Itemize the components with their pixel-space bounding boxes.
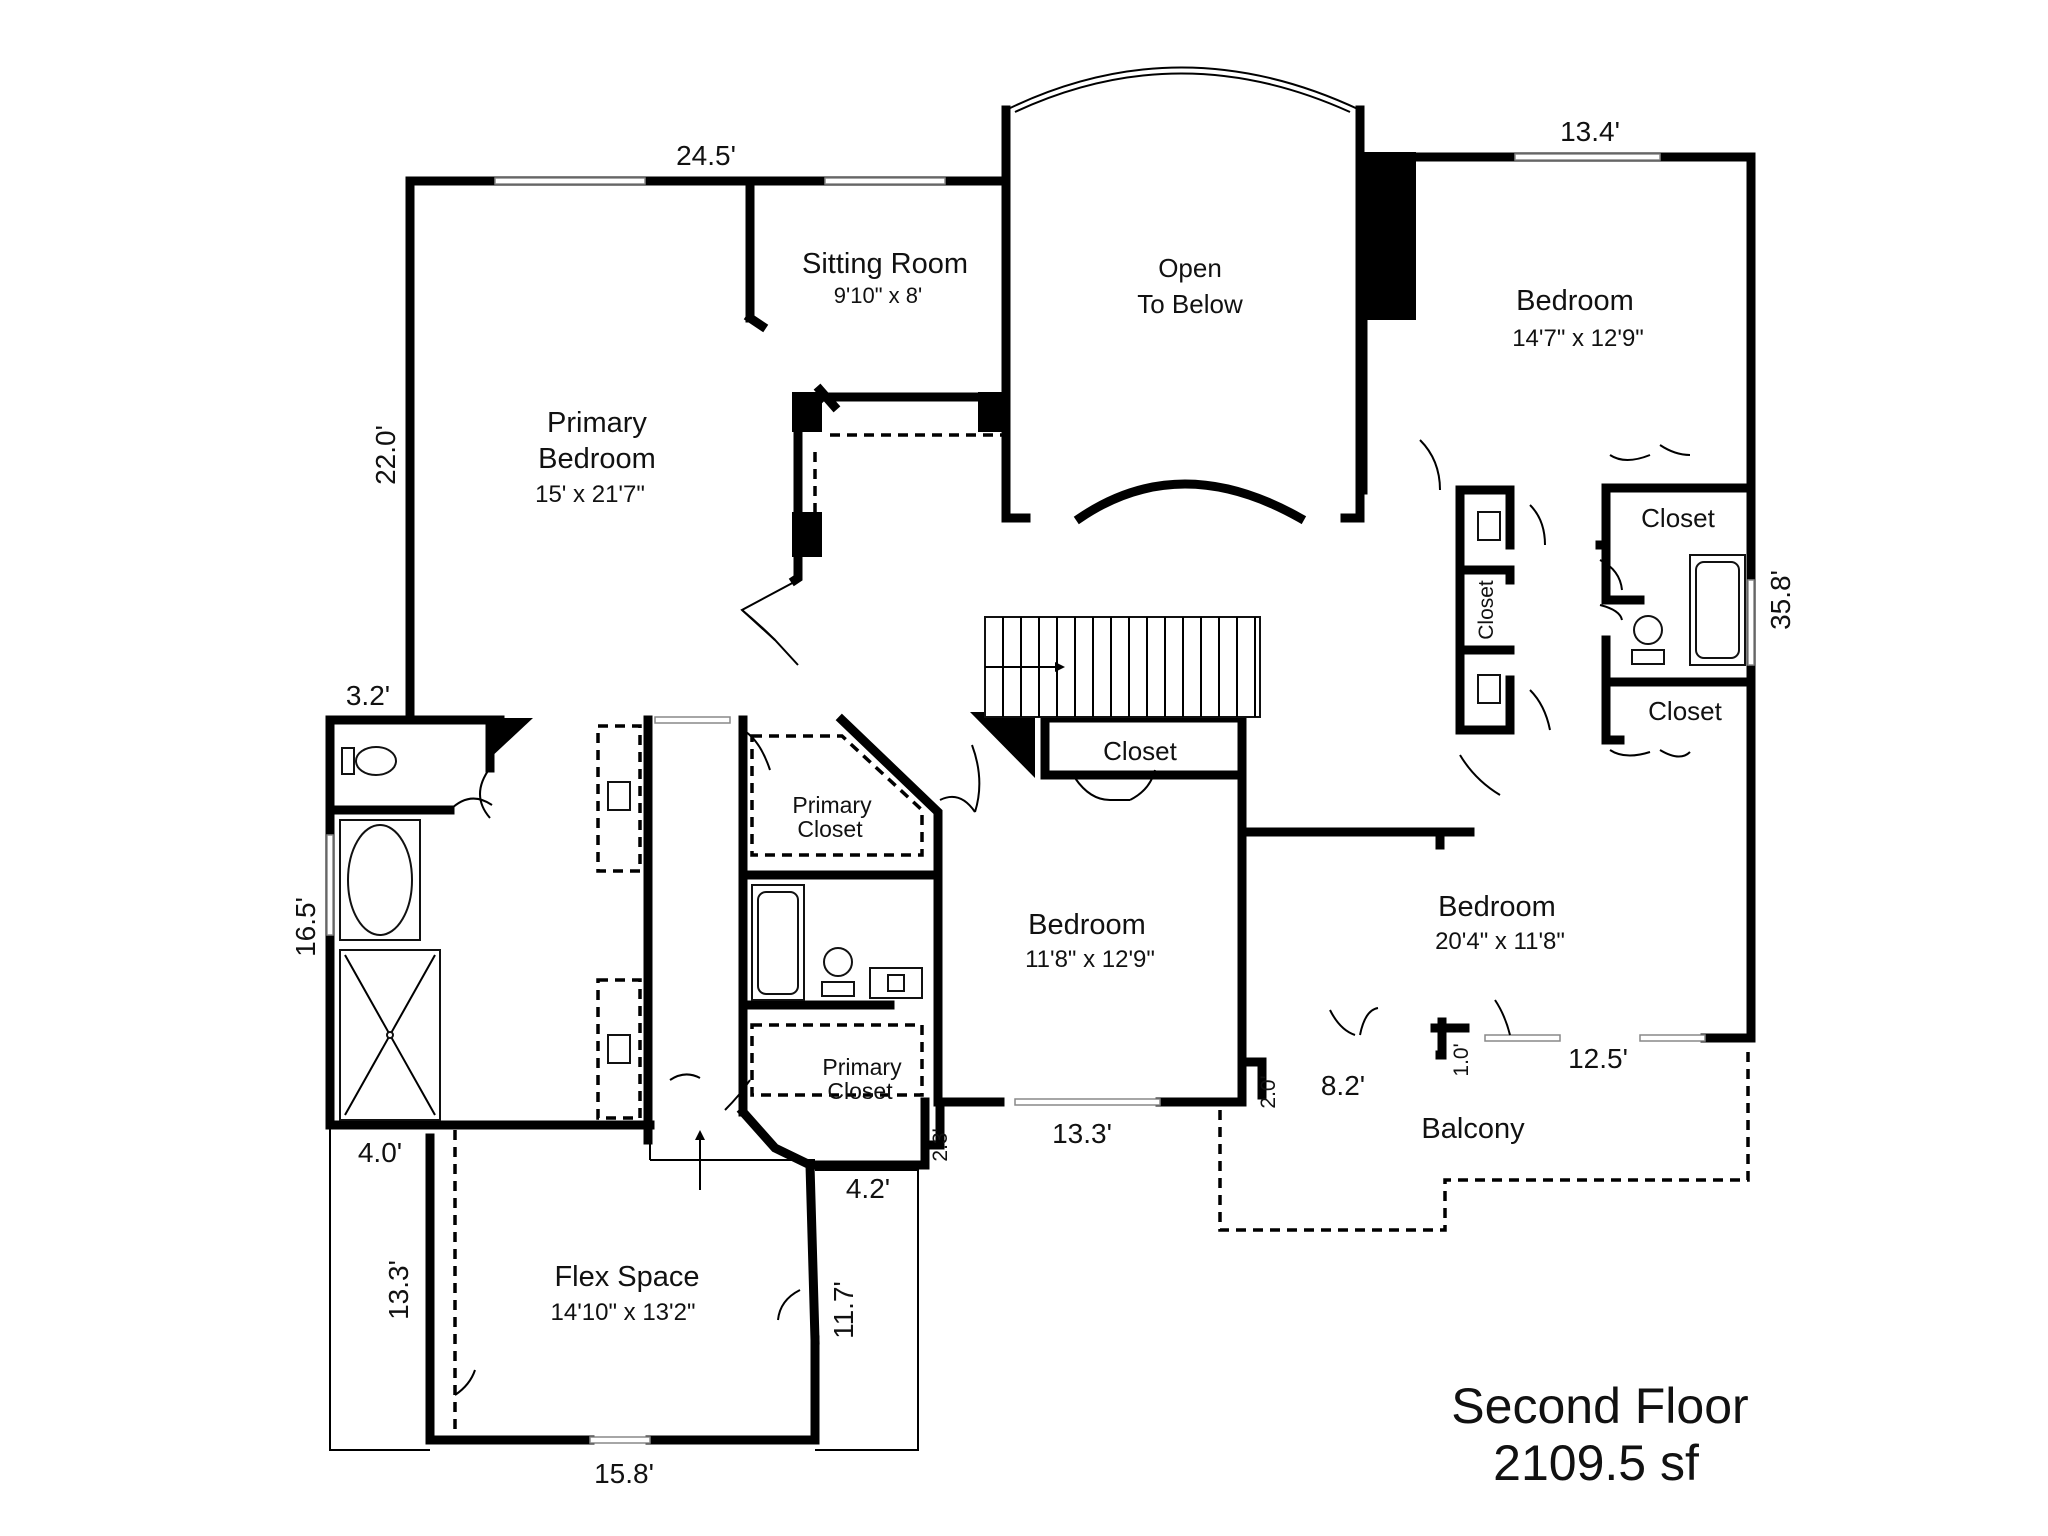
bath-fixtures bbox=[339, 511, 1746, 1121]
room-labels: Sitting Room 9'10" x 8' Open To Below Be… bbox=[535, 248, 1723, 1326]
dimension-2-3: 2.3' bbox=[929, 1128, 952, 1161]
primary-bedroom-label-1: Primary bbox=[547, 407, 647, 439]
plan-title: Second Floor 2109.5 sf bbox=[1451, 1378, 1748, 1491]
dimension-13-4: 13.4' bbox=[1560, 116, 1620, 147]
floor-title: Second Floor bbox=[1451, 1378, 1748, 1434]
sitting-room-dims: 9'10" x 8' bbox=[834, 283, 922, 308]
dimension-13-3-left: 13.3' bbox=[383, 1260, 414, 1320]
primary-closet-2-label-1: Primary bbox=[822, 1054, 902, 1080]
bedroom-center-dims: 11'8" x 12'9" bbox=[1025, 946, 1155, 973]
closet-mid-label: Closet bbox=[1103, 736, 1177, 766]
dimension-1-0: 1.0' bbox=[1450, 1043, 1473, 1076]
bedroom-ne-dims: 14'7" x 12'9" bbox=[1512, 325, 1644, 352]
dimension-22-0: 22.0' bbox=[370, 425, 401, 485]
primary-closet-2-label-2: Closet bbox=[827, 1078, 893, 1104]
closet-vertical-label: Closet bbox=[1475, 580, 1498, 640]
thin-lines bbox=[326, 66, 1755, 1451]
primary-bedroom-dims: 15' x 21'7" bbox=[535, 481, 645, 508]
bedroom-east-label: Bedroom bbox=[1438, 891, 1556, 923]
staircase bbox=[695, 616, 1261, 1190]
sitting-room-label: Sitting Room bbox=[802, 248, 968, 280]
closet-ne1-label: Closet bbox=[1641, 503, 1715, 533]
door-swings bbox=[449, 439, 1691, 1396]
dimension-24-5: 24.5' bbox=[676, 140, 736, 171]
bedroom-east-dims: 20'4" x 11'8" bbox=[1435, 928, 1565, 955]
open-to-below-label-2: To Below bbox=[1137, 289, 1243, 319]
dimension-2-0: 2.0' bbox=[1257, 1075, 1280, 1108]
floor-area: 2109.5 sf bbox=[1493, 1435, 1699, 1491]
dimension-11-7: 11.7' bbox=[828, 1281, 859, 1339]
primary-closet-1-label-2: Closet bbox=[797, 816, 863, 842]
primary-bedroom-label-2: Bedroom bbox=[538, 443, 656, 475]
dimension-labels: 24.5' 13.4' 22.0' 35.8' 3.2' 16.5' 4.0' … bbox=[290, 116, 1796, 1489]
flex-space-dims: 14'10" x 13'2" bbox=[551, 1299, 696, 1326]
closet-ne2-label: Closet bbox=[1648, 696, 1722, 726]
dimension-13-3-bottom: 13.3' bbox=[1052, 1118, 1112, 1149]
dimension-3-2: 3.2' bbox=[346, 680, 390, 711]
bedroom-center-label: Bedroom bbox=[1028, 909, 1146, 941]
dimension-8-2: 8.2' bbox=[1321, 1070, 1365, 1101]
primary-closet-1-label-1: Primary bbox=[792, 792, 872, 818]
balcony-label: Balcony bbox=[1421, 1113, 1525, 1145]
dimension-35-8: 35.8' bbox=[1765, 570, 1796, 630]
dimension-15-8: 15.8' bbox=[594, 1458, 654, 1489]
dimension-4-2: 4.2' bbox=[846, 1173, 890, 1204]
open-to-below-label-1: Open bbox=[1158, 253, 1222, 283]
dimension-16-5: 16.5' bbox=[290, 897, 321, 957]
bedroom-ne-label: Bedroom bbox=[1516, 285, 1634, 317]
dimension-4-0: 4.0' bbox=[358, 1137, 402, 1168]
dimension-12-5: 12.5' bbox=[1568, 1043, 1628, 1074]
flex-space-label: Flex Space bbox=[554, 1261, 699, 1293]
